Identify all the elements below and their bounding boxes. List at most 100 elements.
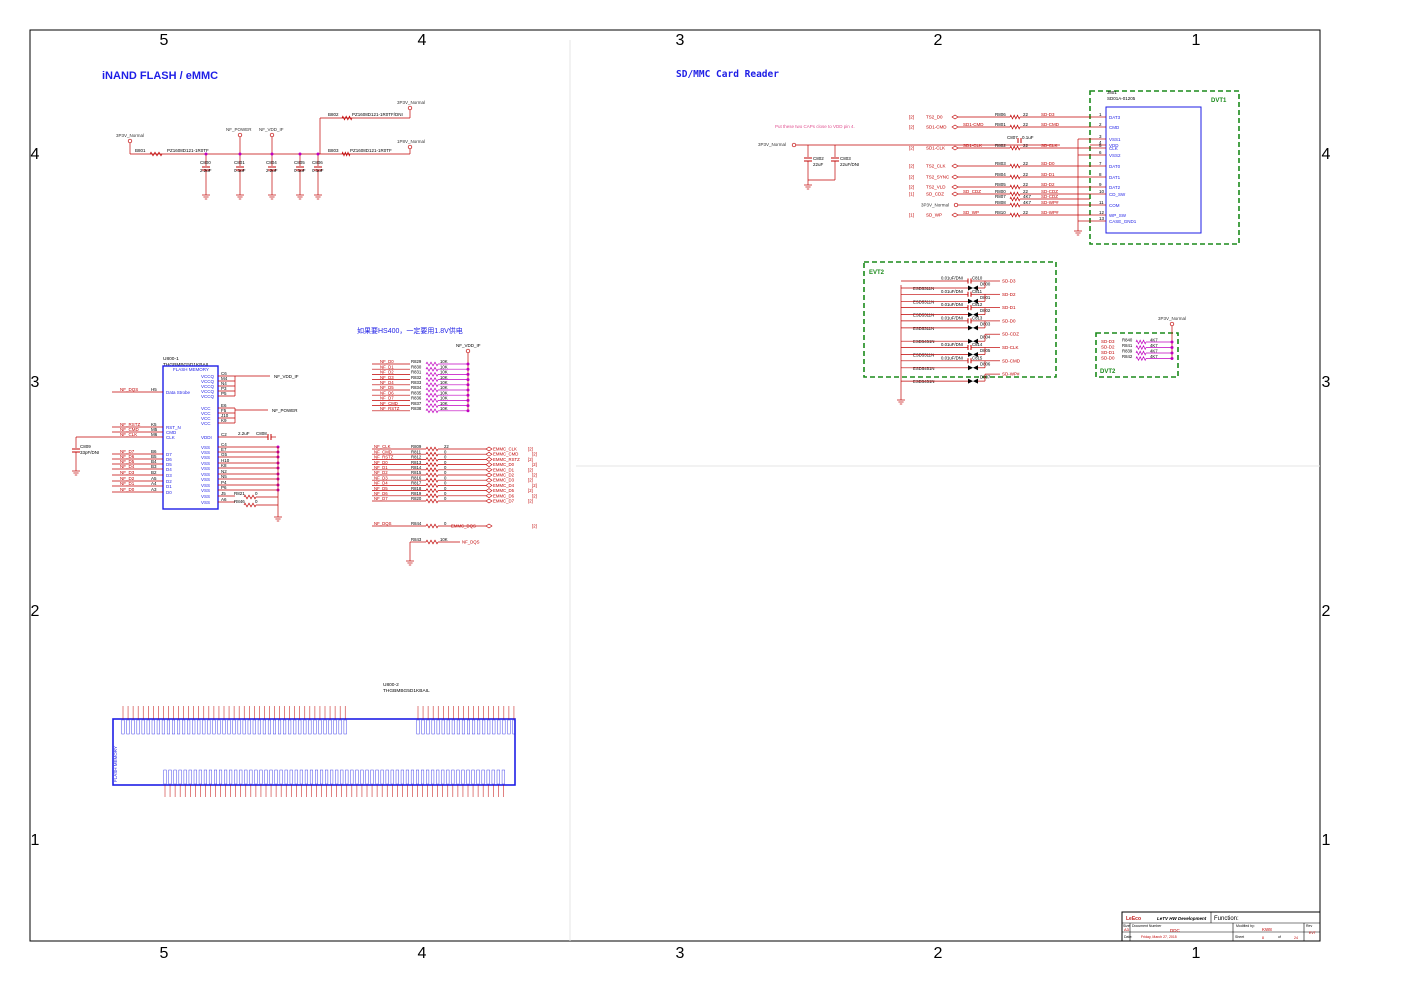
pin-name-mark xyxy=(328,719,332,735)
size-label: Size xyxy=(1123,924,1130,928)
pin-name-mark xyxy=(355,769,359,785)
pin-number: C4 xyxy=(221,442,227,447)
sd-mid-net: SD1-CMD xyxy=(963,122,984,127)
resistor-symbol xyxy=(243,502,257,508)
connector-pin-name: CMD xyxy=(1109,125,1120,130)
sd-res-ref: R810 xyxy=(995,210,1006,215)
resistor-symbol xyxy=(425,472,439,478)
connector-pin-name: CASE_GND1 xyxy=(1109,219,1137,224)
pin-name-mark xyxy=(451,769,455,785)
pin-net: NF_DQS xyxy=(120,387,138,392)
pin-name-mark xyxy=(426,769,430,785)
function-label: Function: xyxy=(1214,916,1239,922)
sheet-ref: [2] xyxy=(528,499,533,504)
pin-name: Data Strobe xyxy=(166,390,191,395)
sd-res-ref: R801 xyxy=(995,122,1006,127)
pin-name: VSS xyxy=(201,477,210,482)
sheet-ref: [2] xyxy=(528,488,533,493)
esd-net: SD-CDZ xyxy=(1002,332,1019,337)
row-label: 1 xyxy=(31,832,40,849)
row-label: 2 xyxy=(1322,603,1331,620)
pullup-ref: R833 xyxy=(411,380,422,385)
sd-res-ref: R800 xyxy=(995,189,1006,194)
resistor-symbol xyxy=(425,403,439,409)
pin-name-mark xyxy=(330,769,334,785)
pin-name-mark xyxy=(303,719,307,735)
row-label: 1 xyxy=(1322,832,1331,849)
pin-name: D0 xyxy=(166,490,172,495)
pin-name-mark xyxy=(197,719,201,735)
junction-dot xyxy=(466,372,470,376)
pin-name-mark xyxy=(345,769,349,785)
pin-number: H10 xyxy=(221,458,230,463)
resistor-symbol xyxy=(425,523,439,529)
cap-ref: C807 xyxy=(1007,135,1018,140)
esd-part: ESD5311N xyxy=(913,313,934,318)
resistor-symbol xyxy=(1135,355,1147,362)
pin-name: D5 xyxy=(166,462,172,467)
pin-number: K5 xyxy=(151,422,157,427)
resistor-symbol xyxy=(1009,191,1021,197)
pullup-ref: R838 xyxy=(411,406,422,411)
pin-name-mark xyxy=(126,719,130,735)
pin-name-mark xyxy=(293,719,297,735)
connector-pin-name: DAT0 xyxy=(1109,164,1121,169)
series-net: NF_DQS xyxy=(374,521,392,526)
sd-net-out: SD-CMD xyxy=(1041,122,1060,127)
resistor-symbol xyxy=(425,361,439,367)
series-net: NF_CMD xyxy=(374,449,392,454)
sd-res-ref: R804 xyxy=(995,172,1006,177)
esd-part: ESD5311N xyxy=(913,286,934,291)
sheet-frame xyxy=(29,29,1321,942)
pin-name-mark xyxy=(278,719,282,735)
pin-name-mark xyxy=(294,769,298,785)
resistor-symbol xyxy=(425,477,439,483)
pin-name: RST_N xyxy=(166,425,181,430)
pin-name-mark xyxy=(436,719,440,735)
bead-ref: B803 xyxy=(328,148,339,153)
esd-net: SD-D3 xyxy=(1002,279,1016,284)
pin-name-mark xyxy=(481,769,485,785)
connector-pin-number: 8 xyxy=(1099,172,1102,177)
pin-name: VCCQ xyxy=(201,379,215,384)
series-net: NF_RSTZ xyxy=(374,455,394,460)
evt2-label: EVT2 xyxy=(869,270,885,276)
sd-net-out: SD-WP# xyxy=(1041,200,1059,205)
sd-pullup-value: 4K7 xyxy=(1150,354,1158,359)
pin-name-mark xyxy=(202,719,206,735)
cap-ref: C801 xyxy=(234,160,245,165)
resistor-symbol xyxy=(1135,339,1147,345)
offpage-connector xyxy=(485,523,493,529)
pullup-net: NF_D1 xyxy=(380,364,394,369)
pin-name-mark xyxy=(333,719,337,735)
sd-net: TS2_D0 xyxy=(926,115,943,120)
of-label: of xyxy=(1278,935,1281,939)
resistor-symbol xyxy=(425,392,439,398)
bead-part: PZ1608D121-1R0TF xyxy=(350,148,392,153)
junction-dot xyxy=(466,409,470,413)
series-value: 0 xyxy=(444,481,447,486)
resistor-symbol xyxy=(1009,184,1021,190)
esd-cap-value: 0.01uF/DNI xyxy=(941,302,963,307)
esd-diode xyxy=(968,378,973,384)
esd-cap-ref: C814 xyxy=(972,342,983,347)
chip-body xyxy=(112,718,516,786)
offpage-connector xyxy=(951,191,959,197)
chip-part: THGBMBG5D1KBAIL xyxy=(383,688,430,694)
pin-number: K9 xyxy=(221,418,227,423)
cap-value: 0.1uF xyxy=(312,168,324,173)
series-net: NF_D0 xyxy=(374,460,388,465)
pin-name-mark xyxy=(507,719,511,735)
pin-name: VSS xyxy=(201,483,210,488)
column-label: 4 xyxy=(418,945,427,962)
resistor-symbol xyxy=(425,371,439,377)
pin-name-mark xyxy=(410,769,414,785)
offpage-connector xyxy=(485,451,493,457)
pin-name-mark xyxy=(151,719,155,735)
pin-number: N4 xyxy=(221,381,227,386)
pin-net: NF_D0 xyxy=(120,487,135,492)
title-block-frame xyxy=(1121,911,1321,942)
offpage-connector xyxy=(485,498,493,504)
